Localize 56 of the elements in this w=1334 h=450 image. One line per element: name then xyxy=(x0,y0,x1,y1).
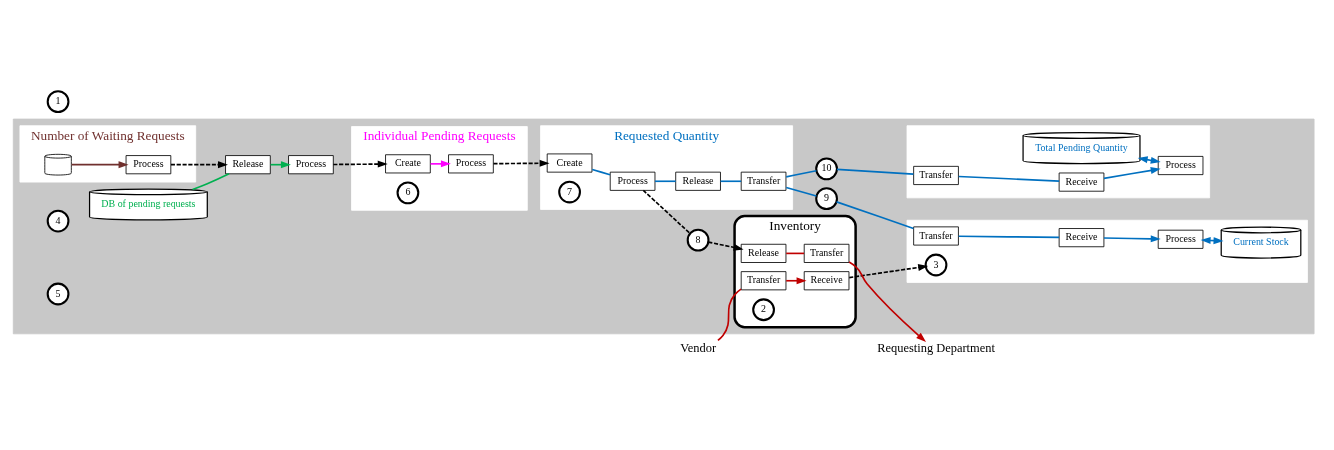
node-circle: 1 xyxy=(46,90,70,114)
node-box: Transfer xyxy=(740,171,787,191)
node-circle: 9 xyxy=(815,187,838,211)
connector xyxy=(835,201,915,230)
node-circle: 6 xyxy=(396,181,420,205)
arrow xyxy=(707,241,744,251)
node-box: Process xyxy=(609,171,656,191)
arrow xyxy=(848,264,929,279)
arrow xyxy=(848,261,927,342)
node-circle: 8 xyxy=(686,228,710,252)
arrow xyxy=(332,160,388,168)
connector xyxy=(642,189,691,235)
node-box: Release xyxy=(225,155,271,175)
connector xyxy=(191,173,230,191)
node-circle: 10 xyxy=(815,157,838,181)
node-box: Receive xyxy=(1058,228,1105,248)
node-box: Release xyxy=(675,171,721,191)
arrow xyxy=(1103,167,1161,180)
node-box: Process xyxy=(1157,156,1204,176)
arrow xyxy=(1103,235,1161,243)
node-circle: 5 xyxy=(46,282,70,306)
node-circle: 3 xyxy=(924,253,948,277)
connector xyxy=(719,180,742,183)
node-text: Requesting Department xyxy=(877,341,995,356)
node-text: Vendor xyxy=(680,341,717,356)
node-circle: 2 xyxy=(752,298,775,322)
node-box: Transfer xyxy=(913,226,959,246)
node-circle: 7 xyxy=(558,180,581,204)
arrow xyxy=(269,161,291,169)
connector xyxy=(785,169,818,178)
node-box: Transfer xyxy=(913,165,959,185)
node-box: Create xyxy=(385,154,431,174)
node-box: Transfer xyxy=(803,243,850,263)
node-box: Process xyxy=(288,155,334,175)
connector xyxy=(836,168,915,175)
arrow xyxy=(429,160,451,168)
node-box: Receive xyxy=(1058,172,1105,192)
connector xyxy=(654,180,677,183)
connector xyxy=(957,175,1060,182)
connector xyxy=(591,168,611,176)
cluster xyxy=(906,219,1308,283)
node-box: Receive xyxy=(803,271,850,291)
node-box: Process xyxy=(125,155,172,175)
node-box: Transfer xyxy=(740,271,787,291)
cluster xyxy=(906,125,1211,199)
node-box: Process xyxy=(448,154,494,174)
arrow xyxy=(170,161,228,169)
connector xyxy=(785,186,818,197)
connector xyxy=(957,235,1060,239)
node-box: Create xyxy=(546,153,593,173)
arrow xyxy=(785,277,807,285)
arrow xyxy=(70,161,129,169)
arrow xyxy=(492,159,550,167)
node-box: Process xyxy=(1157,229,1204,249)
node-circle: 4 xyxy=(46,209,70,233)
node-box: Release xyxy=(740,243,787,263)
